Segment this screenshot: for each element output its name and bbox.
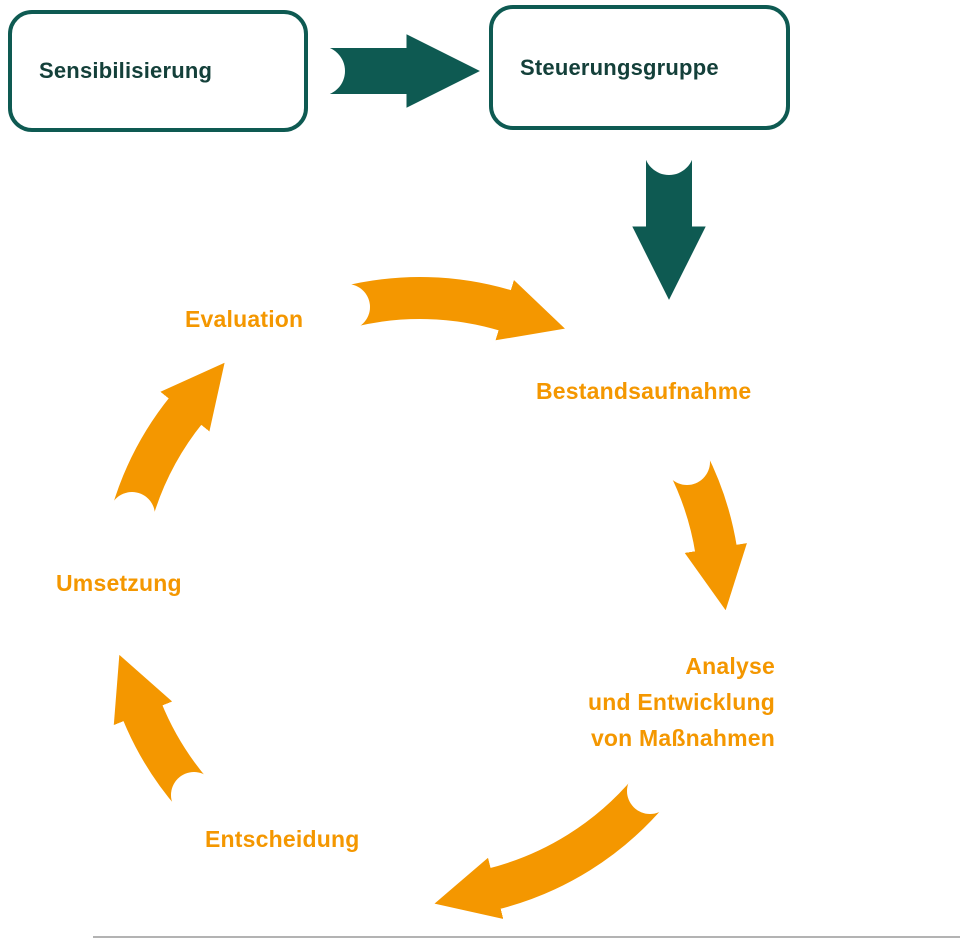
box-sensibilisierung: Sensibilisierung xyxy=(8,10,308,132)
cycle-label-entscheidung: Entscheidung xyxy=(205,826,360,852)
tail-notch xyxy=(324,284,370,330)
cycle-label-evaluation: Evaluation xyxy=(185,306,304,332)
cycle-label-bestandsaufnahme: Bestandsaufnahme xyxy=(536,378,752,404)
cycle-label-analyse-line3: von Maßnahmen xyxy=(590,725,775,751)
tail-notch xyxy=(627,768,673,814)
box-steuerungsgruppe-label: Steuerungsgruppe xyxy=(520,54,719,80)
tail-notch xyxy=(171,772,217,818)
cycle-label-analyse-line2: und Entwicklung xyxy=(588,689,775,715)
tail-notch xyxy=(109,492,155,538)
cycle-label-analyse: Analyse und Entwicklung von Maßnahmen xyxy=(545,648,775,756)
box-sensibilisierung-label: Sensibilisierung xyxy=(39,58,213,83)
bottom-divider xyxy=(93,936,960,938)
box-steuerungsgruppe: Steuerungsgruppe xyxy=(489,5,790,130)
arc-evaluation-to-bestandsaufnahme xyxy=(342,277,565,341)
cycle-label-umsetzung: Umsetzung xyxy=(56,570,182,596)
cycle-label-analyse-line1: Analyse xyxy=(685,653,775,679)
tail-notch xyxy=(644,125,694,175)
tail-notch xyxy=(664,439,710,485)
arc-analyse-to-entscheidung xyxy=(434,777,666,919)
